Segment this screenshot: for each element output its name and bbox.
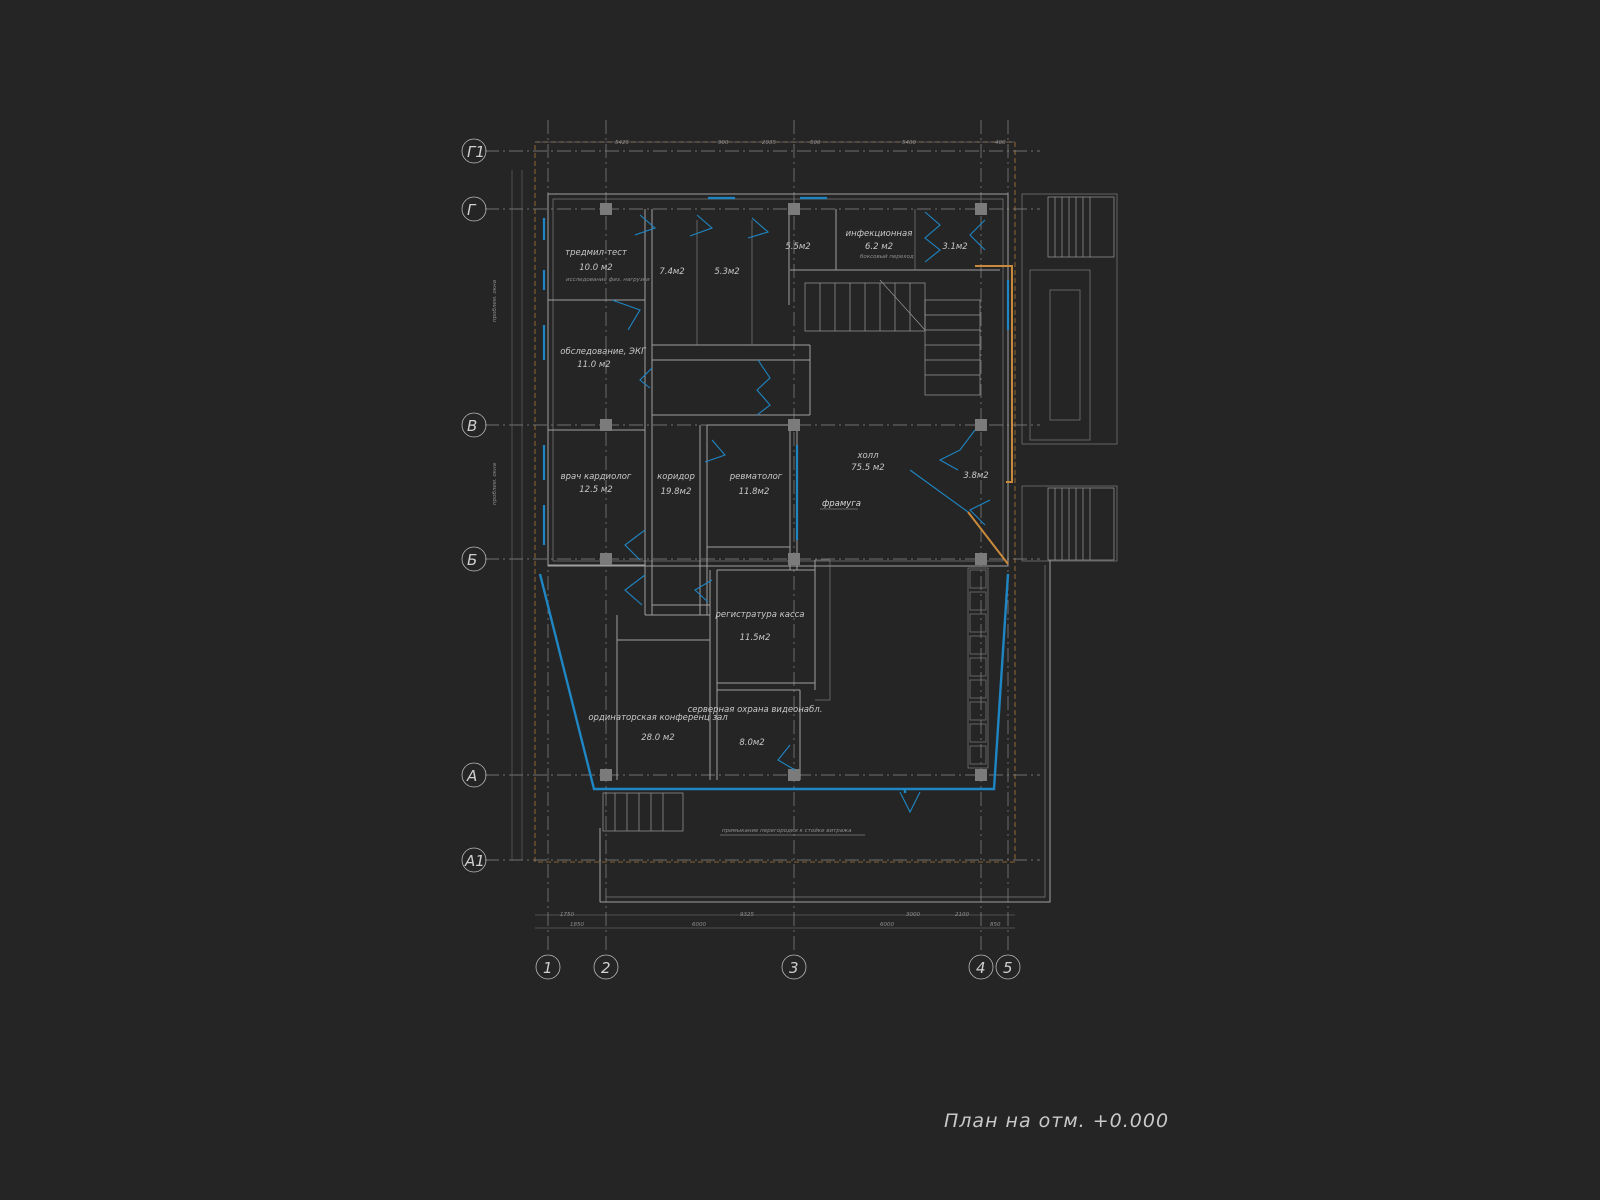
room-name: врач кардиолог <box>561 472 632 482</box>
room-name: инфекционная <box>846 229 913 239</box>
plan-title: План на отм. +0.000 <box>944 1110 1170 1132</box>
room-area: 10.0 м2 <box>579 263 612 273</box>
room-area: 5.3м2 <box>714 267 739 277</box>
dim-bottom: 850 <box>990 922 1001 928</box>
room-area: 11.8м2 <box>739 487 770 497</box>
axis-col-5: 5 <box>1003 959 1013 977</box>
structural-columns <box>600 203 987 781</box>
dim-top: 5400 <box>902 140 916 146</box>
room-name: регистратура касса <box>714 610 804 620</box>
axis-markers: Г1 Г В Б А А1 1 2 3 4 5 <box>461 138 1021 980</box>
stairs <box>602 196 1115 832</box>
room-area: 7.4м2 <box>659 267 684 277</box>
room-name: коридор <box>657 472 695 482</box>
room-name: серверная охрана видеонабл. <box>688 705 823 715</box>
dimension-lines <box>511 141 1015 929</box>
room-area: 11.5м2 <box>740 633 771 643</box>
interior-partitions <box>548 209 1000 780</box>
framuga-label: фрамуга <box>822 499 861 509</box>
dim-top: 5425 <box>615 140 629 146</box>
room-labels: тредмил-тест 10.0 м2 исследование физ. н… <box>560 229 988 748</box>
windows <box>542 196 1010 545</box>
dim-top: 500 <box>810 140 821 146</box>
axis-row-b: Б <box>467 551 477 569</box>
room-area: 3.1м2 <box>942 242 967 252</box>
axis-col-4: 4 <box>976 959 986 977</box>
room-note: боксовый переход <box>860 254 914 260</box>
partition-note: примыкание перегородки к стойке витража <box>722 828 852 834</box>
outer-walls <box>547 193 1118 903</box>
axis-col-2: 2 <box>601 959 611 977</box>
dim-top: 400 <box>995 140 1006 146</box>
room-area: 19.8м2 <box>661 487 692 497</box>
dimension-values: 5425 900 2035 500 5400 400 1750 9325 300… <box>560 140 1006 928</box>
room-note: исследование физ. нагрузки <box>566 277 650 283</box>
room-name: ревматолог <box>729 472 783 482</box>
window-note: проблем. окна <box>492 279 498 322</box>
orange-framing <box>967 265 1013 565</box>
window-note: проблем. окна <box>492 462 498 505</box>
room-area: 3.8м2 <box>963 471 988 481</box>
room-name: ординаторская конференц зал <box>588 713 728 723</box>
annotations: фрамуга примыкание перегородки к стойке … <box>492 279 861 834</box>
room-area: 8.0м2 <box>739 738 764 748</box>
axis-row-a: А <box>466 767 477 785</box>
axis-row-a1: А1 <box>464 852 485 870</box>
dim-bottom: 1750 <box>560 912 574 918</box>
dim-top: 2035 <box>762 140 776 146</box>
axis-row-g1: Г1 <box>467 143 485 161</box>
axis-col-1: 1 <box>543 959 553 977</box>
dim-bottom: 9325 <box>740 912 754 918</box>
doors <box>611 211 991 814</box>
room-name: холл <box>856 451 879 461</box>
axis-row-v: В <box>467 417 477 435</box>
room-name: тредмил-тест <box>565 248 628 258</box>
room-area: 28.0 м2 <box>641 733 674 743</box>
dim-bottom: 6000 <box>692 922 706 928</box>
dim-bottom: 3000 <box>906 912 920 918</box>
dim-top: 900 <box>718 140 729 146</box>
room-area: 12.5 м2 <box>579 485 612 495</box>
dim-bottom: 6000 <box>880 922 894 928</box>
glazed-facade <box>538 573 1010 793</box>
room-area: 6.2 м2 <box>865 242 893 252</box>
dim-bottom: 1850 <box>570 922 584 928</box>
room-name: обследование, ЭКГ <box>560 347 647 357</box>
axis-col-3: 3 <box>789 959 799 977</box>
room-area: 11.0 м2 <box>577 360 610 370</box>
seating-row <box>967 567 989 769</box>
axis-row-g: Г <box>467 201 477 219</box>
room-area: 5.5м2 <box>785 242 810 252</box>
dim-bottom: 2100 <box>955 912 969 918</box>
room-area: 75.5 м2 <box>851 463 884 473</box>
